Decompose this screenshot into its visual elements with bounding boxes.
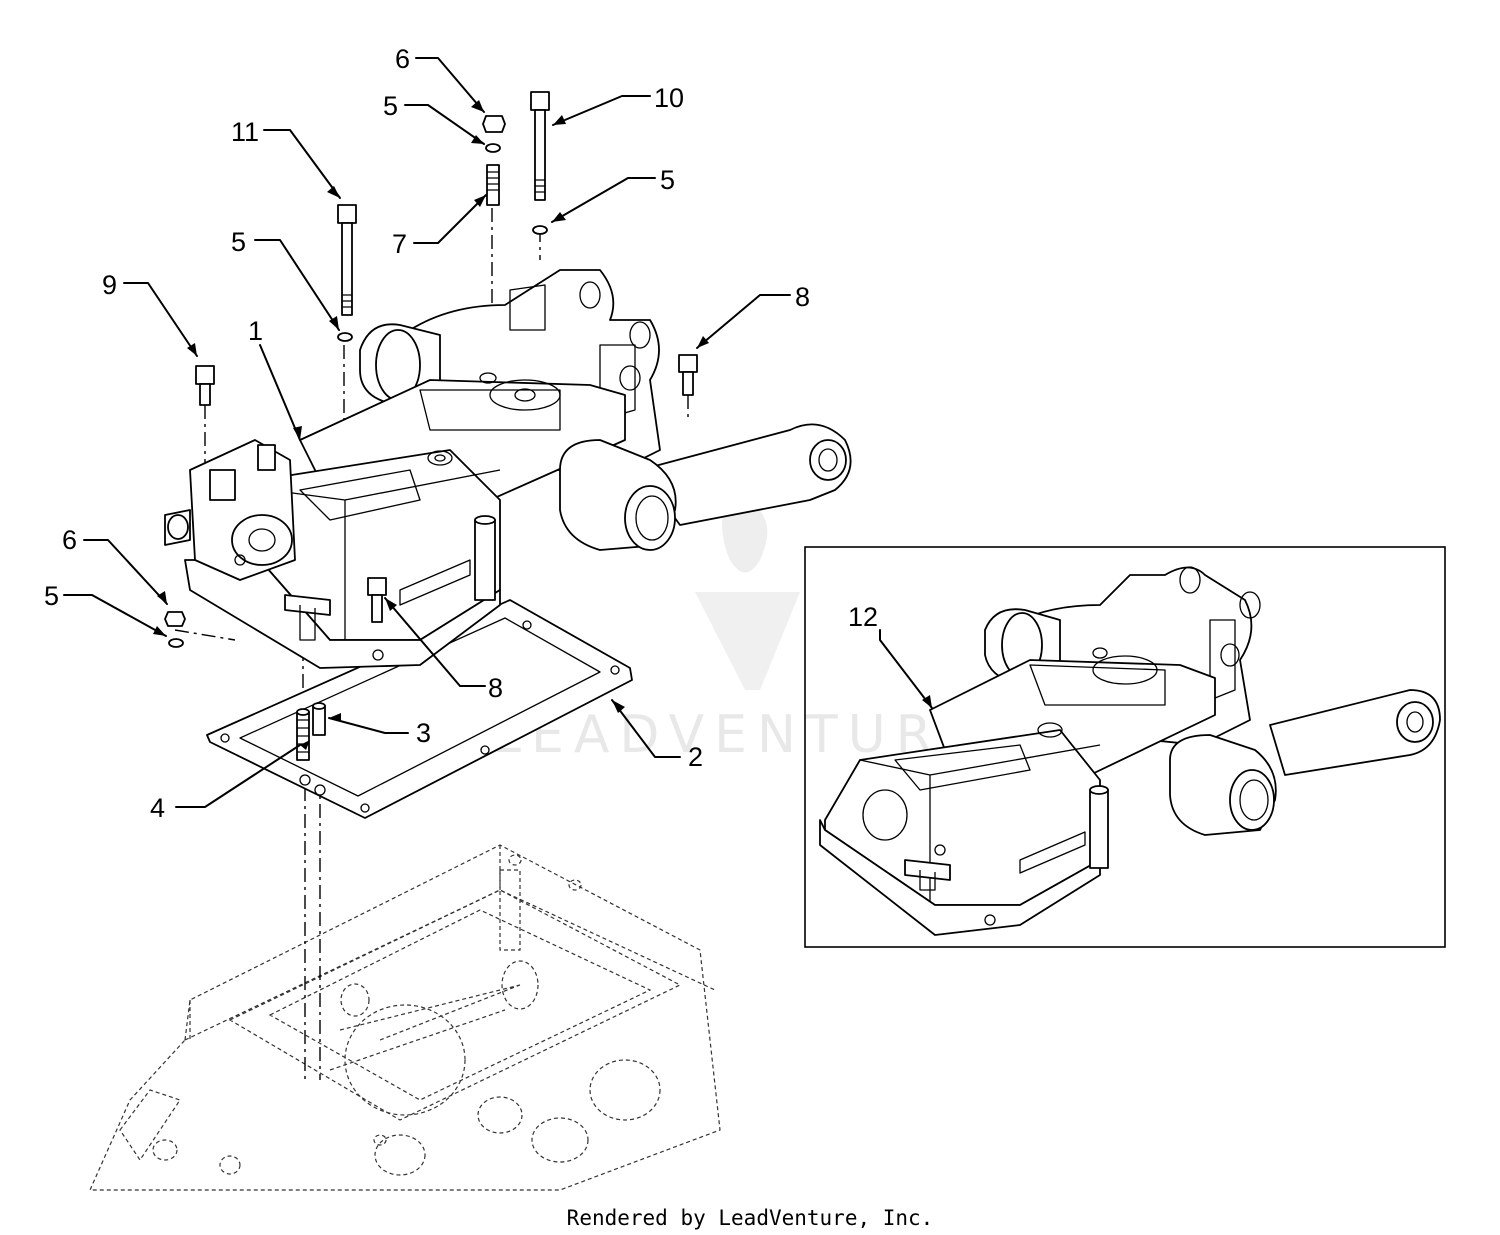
callout-5-mid: 5	[231, 227, 246, 257]
dowel-pins	[296, 702, 326, 761]
callout-1: 1	[248, 316, 263, 346]
inset-complete-assembly	[804, 546, 1446, 948]
callout-3: 3	[416, 718, 431, 748]
callout-12: 12	[848, 602, 878, 632]
callout-6-top: 6	[395, 44, 410, 74]
callout-9: 9	[102, 270, 117, 300]
footer-credit: Rendered by LeadVenture, Inc.	[567, 1206, 934, 1230]
lift-housing	[164, 269, 852, 669]
v-logo-icon	[695, 592, 800, 690]
fasteners	[164, 91, 698, 648]
callout-2: 2	[688, 742, 703, 772]
callout-5-left: 5	[44, 581, 59, 611]
callout-11: 11	[231, 117, 259, 147]
callout-8-bottom: 8	[488, 673, 503, 703]
callout-5-right: 5	[660, 165, 675, 195]
callout-7: 7	[392, 229, 407, 259]
callout-4: 4	[150, 793, 165, 823]
callout-8-right: 8	[795, 282, 810, 312]
callout-labels: 6 5 7 10 5 11 5 9 1 8 6 5 8 3 2 4 12	[44, 44, 878, 823]
callout-10: 10	[654, 83, 684, 113]
inset-frame	[804, 546, 1446, 948]
leader-lines	[63, 57, 933, 808]
callout-5-top: 5	[383, 91, 398, 121]
callout-6-left: 6	[62, 525, 77, 555]
transmission-housing-ghost	[89, 844, 721, 1191]
arrowheads	[153, 100, 932, 750]
